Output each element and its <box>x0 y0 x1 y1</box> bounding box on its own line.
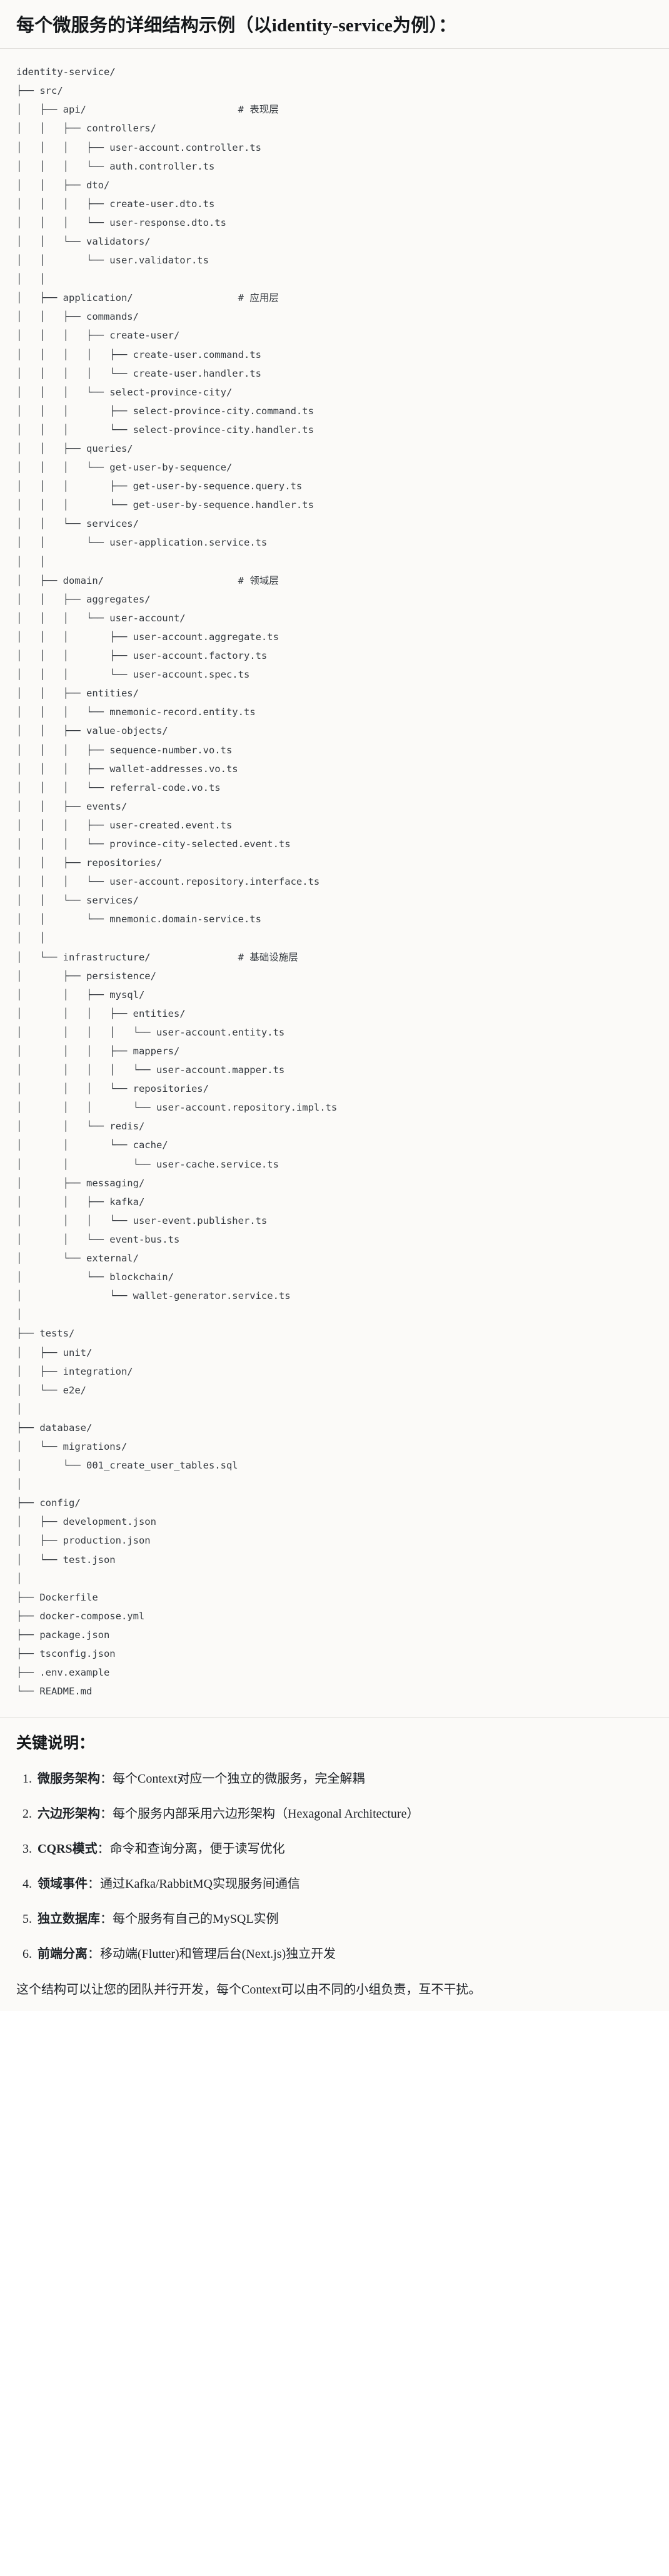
note-desc: ：通过Kafka/RabbitMQ实现服务间通信 <box>88 1876 300 1891</box>
note-term: 六边形架构 <box>38 1806 100 1821</box>
note-desc: ：移动端(Flutter)和管理后台(Next.js)独立开发 <box>88 1947 336 1961</box>
note-desc: ：每个服务有自己的MySQL实例 <box>100 1912 279 1926</box>
note-term: 独立数据库 <box>38 1912 100 1926</box>
document-page: 每个微服务的详细结构示例（以identity-service为例）： ident… <box>0 0 669 2011</box>
directory-tree-block: identity-service/ ├── src/ │ ├── api/ # … <box>0 49 669 1718</box>
list-item: 独立数据库：每个服务有自己的MySQL实例 <box>35 1910 653 1928</box>
closing-paragraph: 这个结构可以让您的团队并行开发，每个Context可以由不同的小组负责，互不干扰… <box>16 1982 481 1997</box>
key-notes-section: 关键说明： 微服务架构：每个Context对应一个独立的微服务，完全解耦 六边形… <box>0 1718 669 2011</box>
note-desc: ：每个服务内部采用六边形架构（Hexagonal Architecture） <box>100 1806 420 1821</box>
note-term: CQRS模式 <box>38 1841 98 1856</box>
note-term: 前端分离 <box>38 1947 88 1961</box>
note-desc: ：命令和查询分离，便于读写优化 <box>97 1841 285 1856</box>
directory-tree: identity-service/ ├── src/ │ ├── api/ # … <box>16 66 338 1698</box>
list-item: CQRS模式：命令和查询分离，便于读写优化 <box>35 1840 653 1858</box>
note-term: 微服务架构 <box>38 1771 100 1786</box>
list-item: 领域事件：通过Kafka/RabbitMQ实现服务间通信 <box>35 1875 653 1893</box>
document-heading: 每个微服务的详细结构示例（以identity-service为例）： <box>0 0 669 49</box>
list-item: 前端分离：移动端(Flutter)和管理后台(Next.js)独立开发 <box>35 1945 653 1963</box>
list-item: 微服务架构：每个Context对应一个独立的微服务，完全解耦 <box>35 1769 653 1788</box>
key-notes-list: 微服务架构：每个Context对应一个独立的微服务，完全解耦 六边形架构：每个服… <box>16 1769 653 1963</box>
key-notes-title: 关键说明： <box>16 1735 95 1753</box>
page-title: 每个微服务的详细结构示例（以identity-service为例）： <box>16 16 457 36</box>
list-item: 六边形架构：每个服务内部采用六边形架构（Hexagonal Architectu… <box>35 1805 653 1823</box>
note-desc: ：每个Context对应一个独立的微服务，完全解耦 <box>100 1771 365 1786</box>
note-term: 领域事件 <box>38 1876 88 1891</box>
